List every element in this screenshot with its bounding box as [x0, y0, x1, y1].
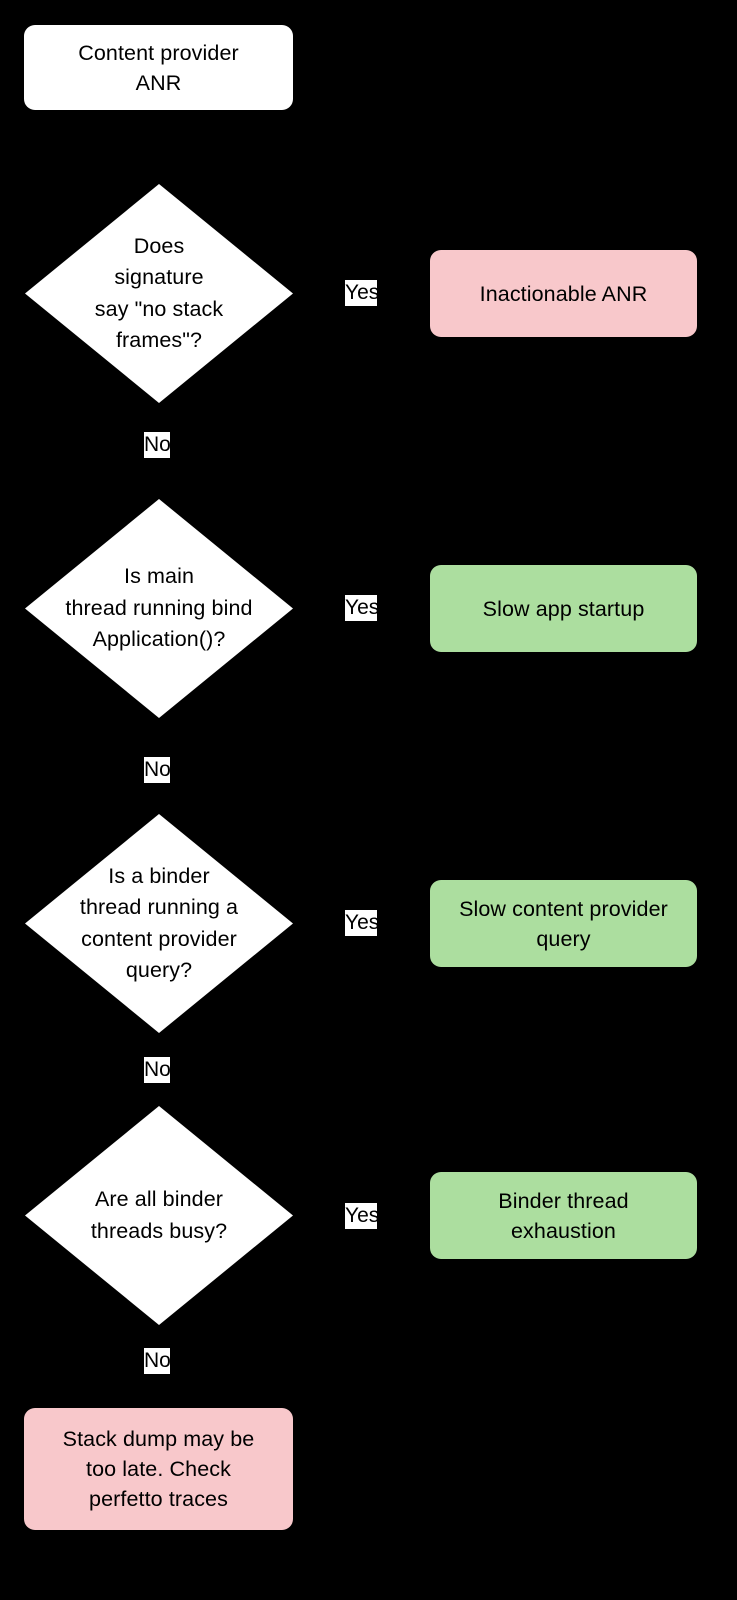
outcome-slow-app-startup[interactable]: Slow app startup: [430, 565, 697, 652]
edge-label-yes-4: Yes: [345, 1203, 380, 1229]
outcome-binder-thread-exhaustion[interactable]: Binder thread exhaustion: [430, 1172, 697, 1259]
start-node-content-provider-anr[interactable]: Content provider ANR: [24, 25, 293, 110]
edge-label-no-3: No: [144, 1057, 171, 1083]
terminal-node-label: Stack dump may be too late. Check perfet…: [62, 1427, 255, 1511]
edge-label-text: Yes: [345, 281, 380, 304]
edge-label-text: Yes: [345, 911, 380, 934]
outcome-label: Inactionable ANR: [479, 281, 648, 306]
edge-label-text: Yes: [345, 596, 380, 619]
edge-label-no-1: No: [144, 432, 171, 458]
edge-label-yes-3: Yes: [345, 910, 380, 936]
decision-label: Are all binder threads busy?: [90, 1187, 228, 1243]
outcome-label: Slow content provider query: [459, 896, 668, 951]
outcome-inactionable-anr[interactable]: Inactionable ANR: [430, 250, 697, 337]
decision-label: Does signature say "no stack frames"?: [94, 233, 224, 353]
edge-label-yes-1: Yes: [345, 280, 380, 306]
edge-label-text: Yes: [345, 1204, 380, 1227]
edge-label-text: No: [144, 1058, 171, 1081]
edge-label-no-4: No: [144, 1348, 171, 1374]
decision-no-stack-frames[interactable]: Does signature say "no stack frames"?: [25, 184, 293, 403]
edge-label-yes-2: Yes: [345, 595, 380, 621]
edge-label-text: No: [144, 1349, 171, 1372]
decision-label: Is main thread running bind Application(…: [65, 564, 253, 652]
decision-binder-threads-busy[interactable]: Are all binder threads busy?: [25, 1106, 293, 1325]
outcome-label: Binder thread exhaustion: [498, 1188, 629, 1243]
outcome-slow-content-provider-query[interactable]: Slow content provider query: [430, 880, 697, 967]
edge-start-to-d1: [157, 110, 161, 184]
terminal-node-check-perfetto-traces[interactable]: Stack dump may be too late. Check perfet…: [24, 1408, 293, 1530]
edge-label-text: No: [144, 758, 171, 781]
edge-label-no-2: No: [144, 757, 171, 783]
start-node-label: Content provider ANR: [78, 40, 239, 95]
edge-label-text: No: [144, 433, 171, 456]
decision-binder-thread-query[interactable]: Is a binder thread running a content pro…: [25, 814, 293, 1033]
decision-label: Is a binder thread running a content pro…: [79, 863, 239, 983]
decision-bind-application[interactable]: Is main thread running bind Application(…: [25, 499, 293, 718]
outcome-label: Slow app startup: [482, 596, 645, 621]
